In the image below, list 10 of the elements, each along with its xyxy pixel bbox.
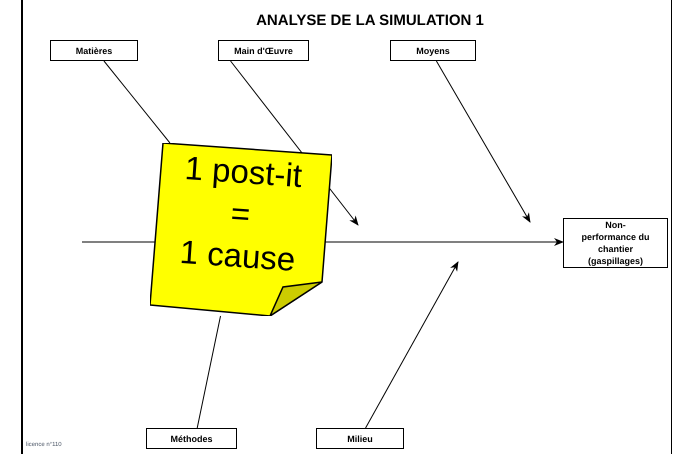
category-box: Main d'Œuvre [218,40,309,61]
category-box: Méthodes [146,428,237,449]
effect-box: Non-performance du chantier (gaspillages) [563,218,668,268]
arrow [436,60,530,223]
arrow [365,261,458,428]
category-box: Milieu [316,428,404,449]
sticky-note [150,143,332,316]
category-box: Moyens [390,40,476,61]
diagram-title: ANALYSE DE LA SIMULATION 1 [255,11,485,31]
category-box: Matières [50,40,138,61]
